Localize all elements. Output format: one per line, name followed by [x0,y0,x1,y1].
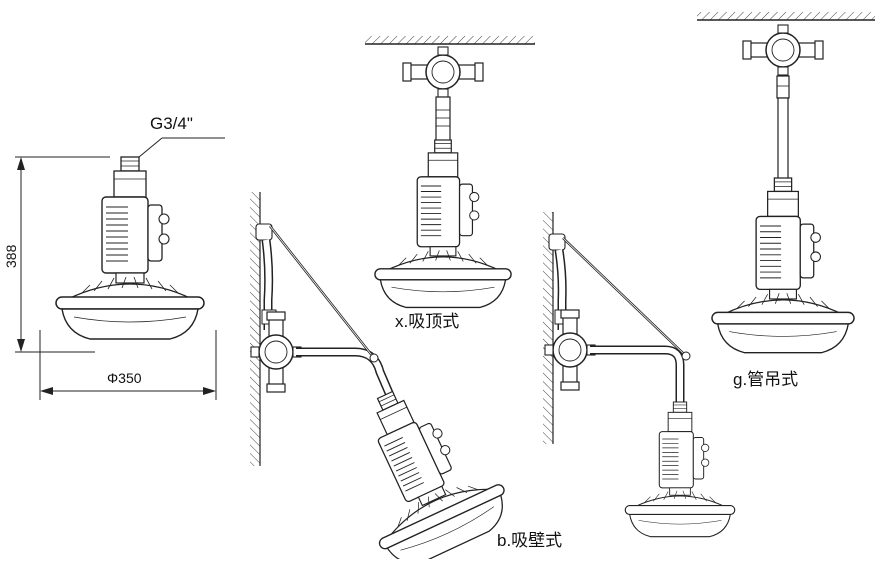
thread-size-label: G3/4" [150,114,193,133]
pipe-pendant-caption: g.管吊式 [733,370,799,389]
wall-mount-lamp [250,192,519,564]
ceiling-mount-caption: x.吸顶式 [395,312,460,331]
dimensioned-lamp [15,137,225,400]
height-dimension-label: 388 [3,244,19,268]
pipe-pendant-lamp [697,12,875,354]
diameter-dimension-label: Φ350 [107,370,142,386]
wall-mount-lamp-2 [543,212,736,538]
ceiling-mount-lamp [365,36,535,309]
wall-mount-caption: b.吸壁式 [497,531,563,550]
